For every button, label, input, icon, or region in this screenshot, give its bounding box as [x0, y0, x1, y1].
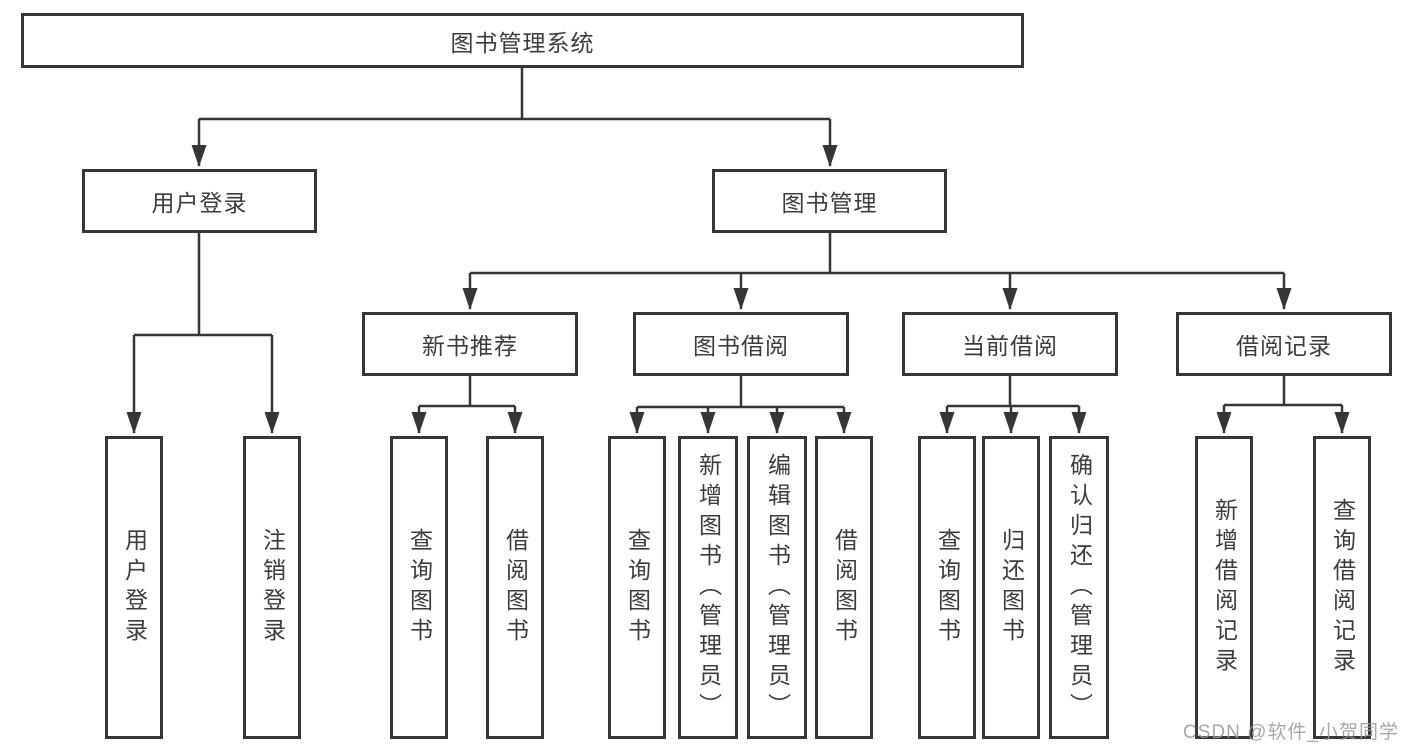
leaf-nbr-query-books-label: 查询图书 — [406, 527, 433, 648]
node-new-book-recommend: 新书推荐 — [362, 312, 578, 376]
leaf-cb-query-books-label: 查询图书 — [934, 527, 961, 648]
node-book-management: 图书管理 — [712, 169, 947, 233]
leaf-cb-return-books: 归还图书 — [982, 436, 1040, 739]
leaf-br-query-record-label: 查询借阅记录 — [1329, 497, 1356, 678]
leaf-nbr-borrow-books: 借阅图书 — [486, 436, 544, 739]
node-new-book-recommend-label: 新书推荐 — [422, 333, 518, 359]
node-root-label: 图书管理系统 — [450, 29, 595, 56]
leaf-logout: 注销登录 — [243, 436, 301, 739]
node-book-management-label: 图书管理 — [781, 190, 878, 216]
leaf-br-add-record-label: 新增借阅记录 — [1211, 497, 1238, 678]
leaf-cb-query-books: 查询图书 — [918, 436, 976, 739]
leaf-user-login: 用户登录 — [105, 436, 163, 739]
leaf-bb-borrow-books: 借阅图书 — [815, 436, 873, 739]
leaf-bb-add-books-admin: 新增图书（管理员） — [678, 436, 738, 739]
node-user-login-label: 用户登录 — [151, 190, 248, 216]
leaf-br-add-record: 新增借阅记录 — [1195, 436, 1253, 739]
leaf-bb-borrow-books-label: 借阅图书 — [831, 527, 858, 648]
node-borrow-records: 借阅记录 — [1176, 312, 1392, 376]
csdn-watermark: CSDN @软件_小贺同学 — [1183, 722, 1399, 743]
leaf-bb-add-books-admin-label: 新增图书（管理员） — [695, 452, 722, 723]
leaf-bb-edit-books-admin: 编辑图书（管理员） — [747, 436, 807, 739]
leaf-br-query-record: 查询借阅记录 — [1313, 436, 1371, 739]
leaf-cb-confirm-return-admin: 确认归还（管理员） — [1049, 436, 1109, 739]
leaf-logout-label: 注销登录 — [259, 527, 286, 648]
leaf-nbr-borrow-books-label: 借阅图书 — [502, 527, 529, 648]
node-book-borrow: 图书借阅 — [633, 312, 849, 376]
node-current-borrow: 当前借阅 — [902, 312, 1118, 376]
leaf-user-login-label: 用户登录 — [121, 527, 148, 648]
leaf-nbr-query-books: 查询图书 — [390, 436, 448, 739]
leaf-bb-query-books-label: 查询图书 — [624, 527, 651, 648]
node-user-login: 用户登录 — [82, 169, 317, 233]
node-borrow-records-label: 借阅记录 — [1236, 333, 1332, 359]
leaf-cb-return-books-label: 归还图书 — [998, 527, 1025, 648]
leaf-bb-query-books: 查询图书 — [608, 436, 666, 739]
node-book-borrow-label: 图书借阅 — [693, 333, 789, 359]
node-current-borrow-label: 当前借阅 — [962, 333, 1058, 359]
leaf-cb-confirm-return-admin-label: 确认归还（管理员） — [1066, 452, 1093, 723]
leaf-bb-edit-books-admin-label: 编辑图书（管理员） — [764, 452, 791, 723]
node-root: 图书管理系统 — [21, 13, 1024, 68]
